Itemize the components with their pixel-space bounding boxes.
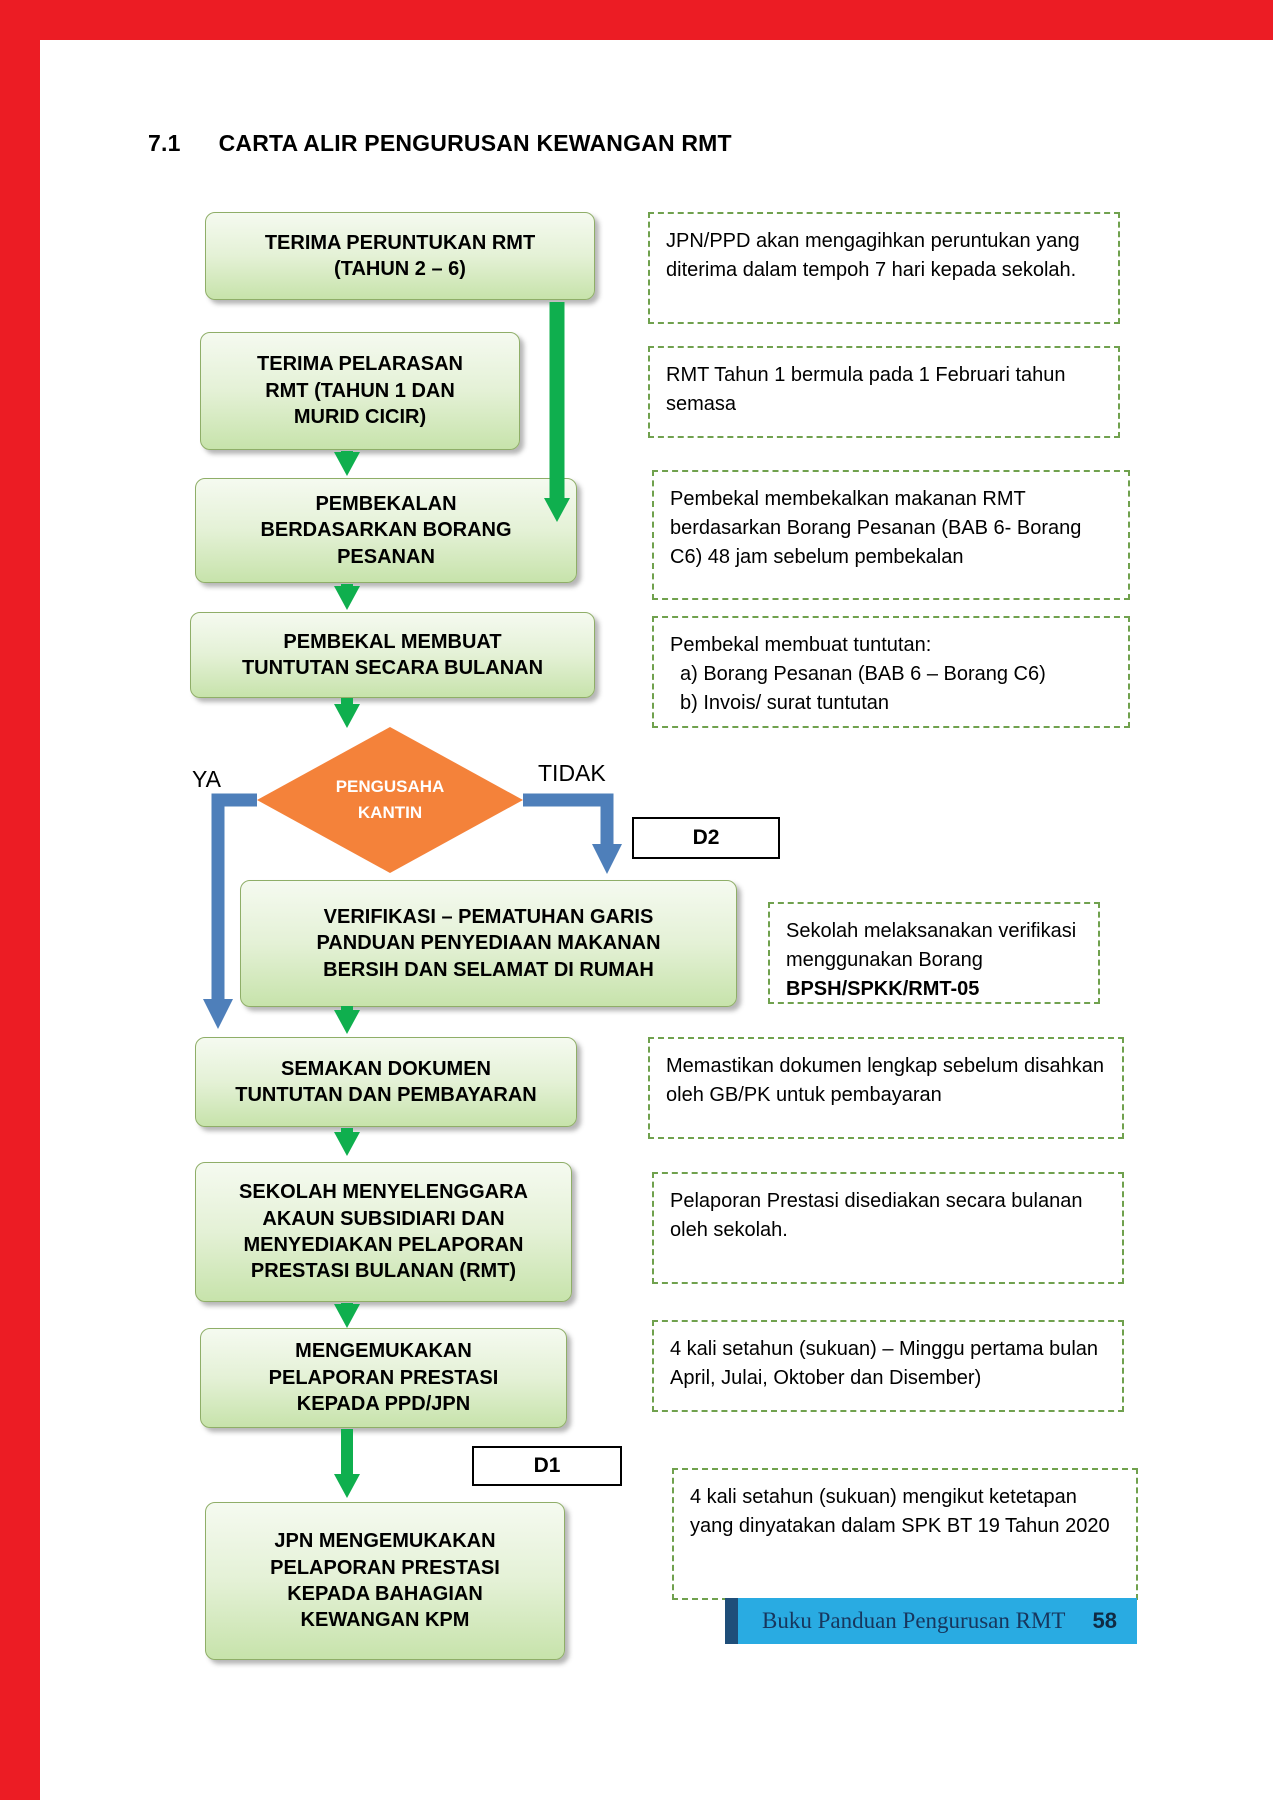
- flow-step-label: SEMAKAN DOKUMEN TUNTUTAN DAN PEMBAYARAN: [235, 1057, 537, 1106]
- connector-d1: D1: [472, 1446, 622, 1486]
- flow-step-semakan-dokumen: SEMAKAN DOKUMEN TUNTUTAN DAN PEMBAYARAN: [195, 1037, 577, 1127]
- branch-label-ya: YA: [192, 766, 221, 792]
- flow-step-label: PEMBEKALAN BERDASARKAN BORANG PESANAN: [260, 492, 512, 568]
- flow-step-verifikasi: VERIFIKASI – PEMATUHAN GARIS PANDUAN PEN…: [240, 880, 737, 1007]
- flow-step-terima-peruntukan: TERIMA PERUNTUKAN RMT (TAHUN 2 – 6): [205, 212, 595, 300]
- annotation-text: 4 kali setahun (sukuan) – Minggu pertama…: [670, 1338, 1099, 1389]
- decision-pengusaha-kantin: PENGUSAHA KANTIN: [257, 727, 523, 873]
- flow-step-pembekal-tuntutan: PEMBEKAL MEMBUAT TUNTUTAN SECARA BULANAN: [190, 612, 595, 698]
- page-footer: Buku Panduan Pengurusan RMT 58: [725, 1598, 1137, 1644]
- connector-label: D1: [533, 1454, 561, 1477]
- annotation-note-spk-bt: 4 kali setahun (sukuan) mengikut ketetap…: [672, 1468, 1138, 1600]
- connector-d2: D2: [632, 817, 780, 859]
- page-border-left: [0, 0, 40, 1800]
- footer-accent-bar: [725, 1598, 738, 1644]
- page-border-top: [0, 0, 1273, 40]
- annotation-text: JPN/PPD akan mengagihkan peruntukan yang…: [666, 230, 1080, 281]
- heading-number: 7.1: [148, 130, 181, 156]
- annotation-note-4-kali-setahun: 4 kali setahun (sukuan) – Minggu pertama…: [652, 1320, 1124, 1412]
- flow-step-label: TERIMA PERUNTUKAN RMT (TAHUN 2 – 6): [264, 231, 536, 280]
- arrow-branch-tidak-to-verifikasi: [523, 793, 622, 874]
- annotation-text: Pelaporan Prestasi disediakan secara bul…: [670, 1190, 1083, 1241]
- flow-step-label: TERIMA PELARASAN RMT (TAHUN 1 DAN MURID …: [257, 353, 463, 429]
- flow-step-sekolah-menyelenggara: SEKOLAH MENYELENGGARA AKAUN SUBSIDIARI D…: [195, 1162, 572, 1302]
- annotation-text: Sekolah melaksanakan verifikasi mengguna…: [786, 920, 1077, 971]
- footer-title: Buku Panduan Pengurusan RMT: [762, 1608, 1066, 1633]
- annotation-list-item: a) Borang Pesanan (BAB 6 – Borang C6): [680, 663, 1046, 685]
- flow-step-jpn-mengemukakan: JPN MENGEMUKAKAN PELAPORAN PRESTASI KEPA…: [205, 1502, 565, 1660]
- annotation-note-pelaporan-prestasi: Pelaporan Prestasi disediakan secara bul…: [652, 1172, 1124, 1284]
- flow-step-label: JPN MENGEMUKAKAN PELAPORAN PRESTASI KEPA…: [270, 1530, 500, 1632]
- flow-step-label: SEKOLAH MENYELENGGARA AKAUN SUBSIDIARI D…: [239, 1181, 528, 1283]
- flow-step-mengemukakan-pelaporan: MENGEMUKAKAN PELAPORAN PRESTASI KEPADA P…: [200, 1328, 567, 1428]
- footer-page-number: 58: [1092, 1608, 1117, 1633]
- flow-step-label: PEMBEKAL MEMBUAT TUNTUTAN SECARA BULANAN: [241, 630, 544, 679]
- decision-label: PENGUSAHA KANTIN: [335, 776, 445, 822]
- annotation-note-tuntutan-list: Pembekal membuat tuntutan: a) Borang Pes…: [652, 616, 1130, 728]
- branch-label-tidak: TIDAK: [538, 760, 606, 786]
- page-heading: 7.1 CARTA ALIR PENGURUSAN KEWANGAN RMT: [148, 130, 732, 157]
- flow-step-label: VERIFIKASI – PEMATUHAN GARIS PANDUAN PEN…: [316, 905, 661, 981]
- annotation-list-item: b) Invois/ surat tuntutan: [680, 692, 890, 714]
- annotation-note-memastikan-dokumen: Memastikan dokumen lengkap sebelum disah…: [648, 1037, 1124, 1139]
- connector-label: D2: [692, 826, 720, 849]
- heading-title: CARTA ALIR PENGURUSAN KEWANGAN RMT: [218, 130, 732, 156]
- annotation-note-pembekal-makanan: Pembekal membekalkan makanan RMT berdasa…: [652, 470, 1130, 600]
- annotation-text-bold: BPSH/SPKK/RMT-05: [786, 978, 980, 1000]
- flow-step-label: MENGEMUKAKAN PELAPORAN PRESTASI KEPADA P…: [268, 1340, 499, 1416]
- annotation-text: 4 kali setahun (sukuan) mengikut ketetap…: [690, 1486, 1110, 1537]
- flow-step-terima-pelarasan: TERIMA PELARASAN RMT (TAHUN 1 DAN MURID …: [200, 332, 520, 450]
- annotation-note-verifikasi-borang: Sekolah melaksanakan verifikasi mengguna…: [768, 902, 1100, 1004]
- annotation-text: Pembekal membekalkan makanan RMT berdasa…: [670, 488, 1082, 568]
- footer-body: Buku Panduan Pengurusan RMT 58: [738, 1598, 1137, 1644]
- annotation-text: Pembekal membuat tuntutan:: [670, 634, 932, 656]
- flow-step-pembekalan: PEMBEKALAN BERDASARKAN BORANG PESANAN: [195, 478, 577, 583]
- annotation-note-jpn-ppd: JPN/PPD akan mengagihkan peruntukan yang…: [648, 212, 1120, 324]
- annotation-text: RMT Tahun 1 bermula pada 1 Februari tahu…: [666, 364, 1066, 415]
- annotation-text: Memastikan dokumen lengkap sebelum disah…: [666, 1055, 1105, 1106]
- annotation-note-rmt-tahun1: RMT Tahun 1 bermula pada 1 Februari tahu…: [648, 346, 1120, 438]
